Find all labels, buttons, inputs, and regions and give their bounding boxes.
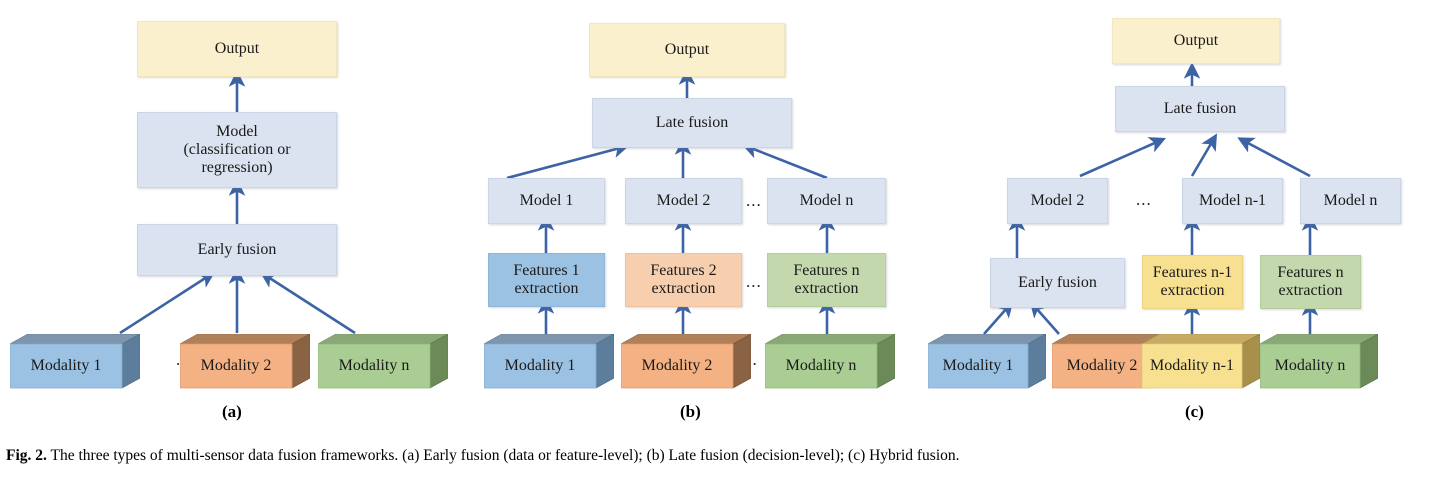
panel-b: Output Late fusion Model 1 Model 2 Model…: [480, 0, 960, 440]
node-model-b-1[interactable]: Model 1: [488, 178, 605, 224]
node-early-fusion-c[interactable]: Early fusion: [990, 258, 1125, 308]
modality-cube-a-3[interactable]: Modality n: [318, 334, 448, 390]
node-late-fusion-b[interactable]: Late fusion: [592, 98, 792, 148]
node-model-c-2[interactable]: Model n-1: [1182, 178, 1283, 224]
node-features-b-3[interactable]: Features n extraction: [767, 253, 886, 307]
figure-number: Fig. 2.: [6, 447, 47, 464]
panel-a: Output Model (classification or regressi…: [0, 0, 480, 440]
node-model-b-3[interactable]: Model n: [767, 178, 886, 224]
node-model-a[interactable]: Model (classification or regression): [137, 112, 337, 188]
node-early-fusion-a[interactable]: Early fusion: [137, 224, 337, 276]
modality-cube-b-2[interactable]: Modality 2: [621, 334, 751, 390]
node-model-c-3[interactable]: Model n: [1300, 178, 1401, 224]
panel-b-label: (b): [680, 402, 701, 421]
ellipsis-models-b: ...: [746, 191, 762, 210]
node-output-c[interactable]: Output: [1112, 18, 1280, 64]
modality-cube-a-1[interactable]: Modality 1: [10, 334, 140, 390]
panel-c-label: (c): [1185, 402, 1204, 421]
node-model-c-1[interactable]: Model 2: [1007, 178, 1108, 224]
node-features-c-1[interactable]: Features n-1 extraction: [1142, 255, 1243, 309]
panel-a-label: (a): [222, 402, 242, 421]
node-output-b[interactable]: Output: [589, 23, 785, 77]
node-model-b-2[interactable]: Model 2: [625, 178, 742, 224]
node-late-fusion-c[interactable]: Late fusion: [1115, 86, 1285, 132]
modality-cube-b-1[interactable]: Modality 1: [484, 334, 614, 390]
panel-c: Output Late fusion Model 2 Model n-1 Mod…: [928, 0, 1446, 440]
modality-cube-c-1[interactable]: Modality 1: [928, 334, 1046, 390]
node-output-a[interactable]: Output: [137, 21, 337, 77]
modality-cube-c-3[interactable]: Modality n-1: [1142, 334, 1260, 390]
figure-caption-text: The three types of multi-sensor data fus…: [50, 447, 960, 464]
modality-cube-c-4[interactable]: Modality n: [1260, 334, 1378, 390]
modality-cube-a-2[interactable]: Modality 2: [180, 334, 310, 390]
node-features-b-2[interactable]: Features 2 extraction: [625, 253, 742, 307]
ellipsis-models-c: ...: [1136, 190, 1152, 209]
modality-cube-b-3[interactable]: Modality n: [765, 334, 895, 390]
ellipsis-features-b: ...: [746, 272, 762, 291]
node-features-b-1[interactable]: Features 1 extraction: [488, 253, 605, 307]
node-features-c-2[interactable]: Features n extraction: [1260, 255, 1361, 309]
figure-caption: Fig. 2. The three types of multi-sensor …: [6, 446, 1442, 465]
